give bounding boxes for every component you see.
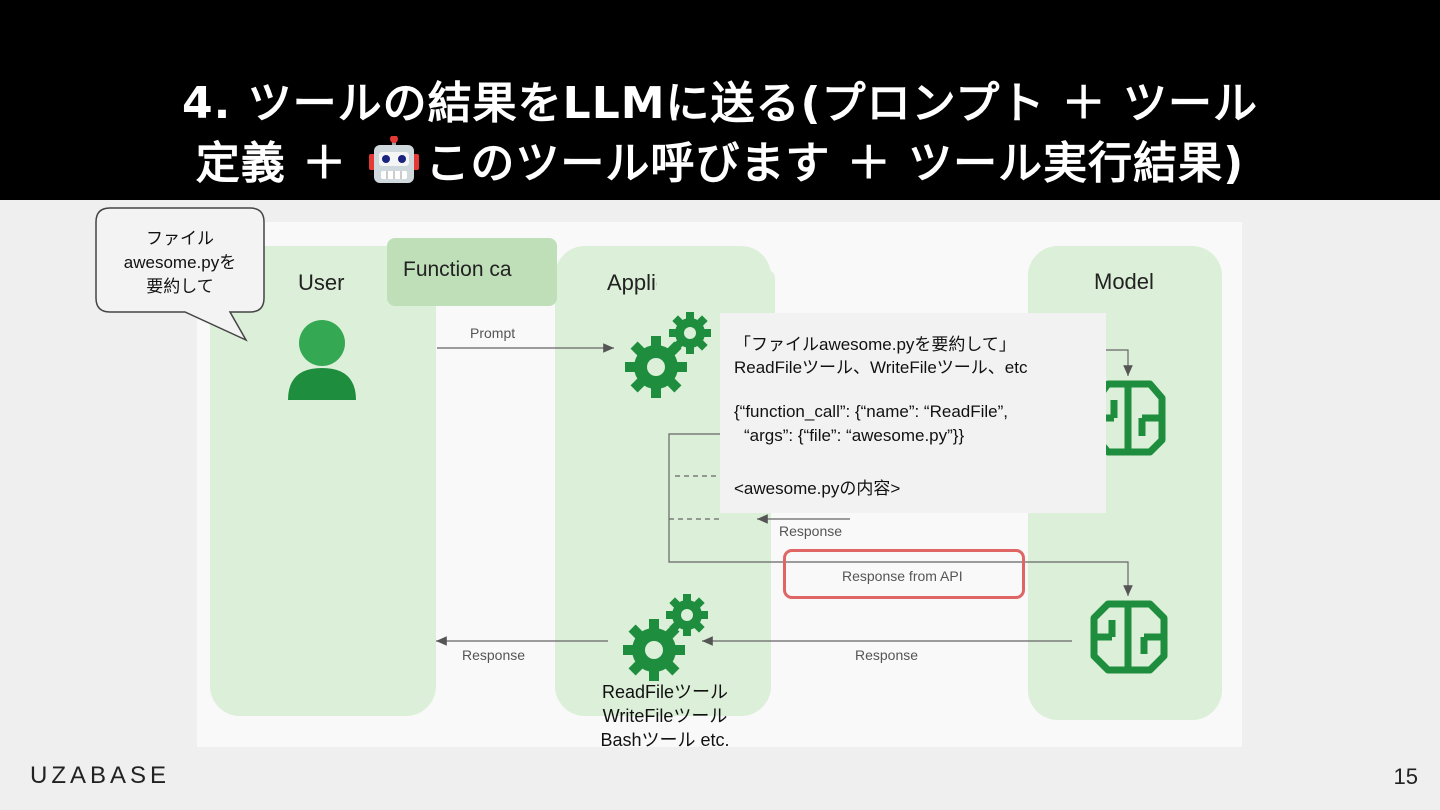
user-avatar-icon [288,320,356,400]
response-mid-label: Response [779,523,843,539]
overlay-args-text: args”: {“file”: “awesome.py”}} [749,426,965,445]
response-from-api-label: Response from API [842,568,963,584]
brain-icon-top [1094,380,1166,456]
speech-bubble-line: ファイル [146,229,214,248]
tools-list-item: ReadFileツール [601,682,729,702]
speech-bubble [95,207,265,342]
title-line-2-prefix: 定義 ＋ [195,138,364,189]
user-column-label: User [298,270,345,295]
slide-title-line-1: 4. ツールの結果をLLMに送る(プロンプト ＋ ツール [182,78,1258,129]
response-model-label: Response [855,647,919,663]
overlay-prompt-line: 「ファイルawesome.pyを要約して」 [734,335,1016,354]
speech-bubble-line: awesome.pyを [123,253,237,272]
gears-icon-bottom [623,594,708,681]
page-number: 15 [1393,764,1418,789]
robot-icon [367,135,421,186]
speech-bubble-line: 要約して [146,277,214,296]
prompt-arrow-label: Prompt [470,325,516,341]
tools-list-item: Bashツール etc. [600,730,730,750]
uzabase-logo: UZABASE [30,762,171,789]
model-column-label: Model [1094,269,1154,294]
title-line-2-suffix: このツール呼びます ＋ ツール実行結果) [425,138,1245,189]
response-from-api-highlight [783,549,1025,599]
overlay-tools-line: ReadFileツール、WriteFileツール、etc [734,358,1028,377]
function-call-label: Function ca [403,258,512,281]
brain-icon-bottom [1090,600,1168,674]
function-call-box [387,238,557,306]
slide-title-line-2: 定義 ＋ このツール呼びます ＋ ツール実行結果) [0,135,1440,192]
overlay-file-content-line: <awesome.pyの内容> [734,479,901,498]
overlay-args-line: “args”: {“file”: “awesome.py”}} [744,426,964,446]
speech-bubble-text: ファイル awesome.pyを 要約して [98,227,262,299]
response-user-label: Response [462,647,526,663]
overlay-args-prefix: “ [744,426,750,445]
context-overlay-box [720,313,1106,513]
title-bar: 4. ツールの結果をLLMに送る(プロンプト ＋ ツール 定義 ＋ このツール呼… [0,0,1440,200]
tools-list-item: WriteFileツール [602,706,728,726]
gears-icon-top [625,312,711,398]
overlay-function-call-line: {“function_call”: {“name”: “ReadFile”, [734,402,1009,421]
